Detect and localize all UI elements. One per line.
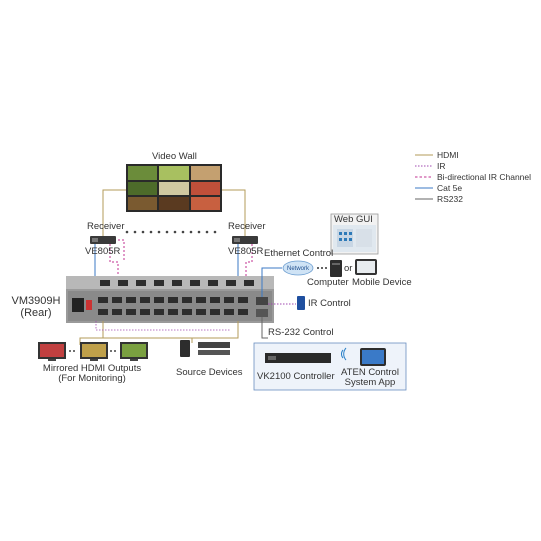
mirrored-outputs-line1: Mirrored HDMI Outputs [42, 363, 142, 374]
cat5e-ethernet-link [261, 267, 282, 297]
legend-item-ir: IR [437, 161, 446, 171]
legend-item-bidir-ir: Bi-directional IR Channel [437, 172, 532, 182]
tv-icon [38, 342, 66, 361]
device-model-label: VM3909H (Rear) [8, 295, 64, 319]
web-gui-label: Web GUI [334, 214, 373, 225]
ethernet-control-label: Ethernet Control [264, 248, 334, 259]
mirrored-outputs-line2: (For Monitoring) [58, 373, 126, 384]
legend-lines [415, 154, 433, 200]
legend-item-cat5e: Cat 5e [437, 183, 463, 193]
more-receivers-dots [125, 230, 217, 234]
video-wall-label: Video Wall [152, 151, 197, 162]
receiver-icon [90, 236, 116, 244]
legend-item-hdmi: HDMI [437, 150, 459, 160]
device-side: (Rear) [20, 307, 52, 319]
video-wall [126, 164, 222, 212]
receiver-left-label: Receiver [87, 221, 125, 232]
device-model: VM3909H [11, 295, 61, 307]
hdmi-links-wall [102, 189, 246, 236]
mobile-device-icon [355, 259, 377, 275]
vk2100-label: VK2100 Controller [257, 371, 335, 382]
ir-control-label: IR Control [308, 298, 351, 309]
hdmi-links-bottom [79, 321, 239, 345]
ve805r-left-label: VE805R [85, 246, 121, 257]
aten-app-line2: System App [344, 377, 396, 388]
network-cloud-icon [282, 260, 314, 276]
aten-app-line1: ATEN Control [341, 367, 399, 378]
receiver-icon [232, 236, 258, 244]
web-gui-window [330, 213, 379, 255]
network-label: Network [287, 266, 310, 272]
ve805r-right-label: VE805R [228, 246, 264, 257]
source-devices-label: Source Devices [176, 367, 243, 378]
tv-icon [80, 342, 108, 361]
rs232-control-label: RS-232 Control [268, 327, 334, 338]
legend-item-rs232: RS232 [437, 194, 463, 204]
receiver-right-label: Receiver [228, 221, 266, 232]
aten-app-label: ATEN Control System App [336, 368, 404, 388]
computer-icon [330, 260, 342, 277]
or-label: or [344, 263, 353, 274]
vm3909h-chassis [66, 276, 274, 323]
rs232-link [261, 317, 268, 339]
controller-panel [253, 342, 407, 391]
mobile-device-label: Mobile Device [352, 277, 412, 288]
wifi-icon [341, 347, 347, 361]
ir-remote-icon [297, 296, 305, 310]
source-device-icon [180, 340, 230, 357]
computer-label: Computer [307, 277, 349, 288]
bidir-ir-links [109, 239, 253, 285]
mirrored-outputs-label: Mirrored HDMI Outputs (For Monitoring) [36, 364, 148, 384]
tv-icon [120, 342, 148, 361]
